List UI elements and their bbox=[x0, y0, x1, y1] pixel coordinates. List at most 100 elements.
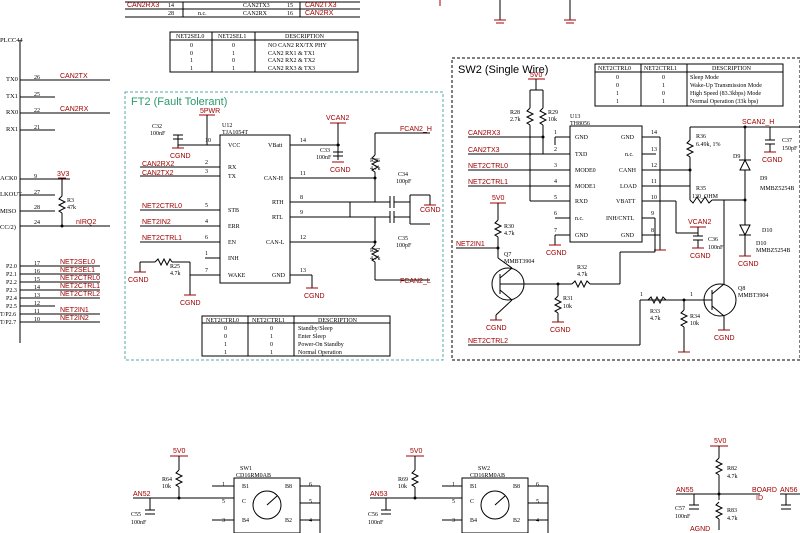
svg-text:VCAN2: VCAN2 bbox=[688, 219, 711, 226]
svg-text:10k: 10k bbox=[398, 484, 407, 490]
svg-text:CD16RM0AB: CD16RM0AB bbox=[470, 473, 505, 479]
svg-text:100pF: 100pF bbox=[396, 243, 412, 249]
u13-pin-nc: 6n.c. bbox=[554, 211, 584, 222]
svg-text:D9: D9 bbox=[760, 176, 767, 182]
svg-text:P2.3: P2.3 bbox=[6, 288, 17, 294]
svg-text:INH: INH bbox=[228, 256, 239, 262]
svg-text:TX: TX bbox=[228, 174, 237, 180]
net-label: CAN2TX3 bbox=[305, 2, 337, 9]
table-cell: 0 bbox=[232, 58, 235, 64]
table-cell: 1 bbox=[232, 51, 235, 57]
svg-text:NET2CTRL1: NET2CTRL1 bbox=[142, 235, 182, 242]
svg-text:R3: R3 bbox=[67, 198, 74, 204]
capacitor-c33: VCAN2 C33 100nF CGND bbox=[316, 115, 351, 174]
svg-text:NET2CTRL1: NET2CTRL1 bbox=[60, 283, 100, 290]
svg-text:LKOUT: LKOUT bbox=[0, 191, 22, 198]
ft2-section: FT2 (Fault Tolerant) U12 TJA1054T 5PWR 1… bbox=[124, 91, 444, 361]
svg-text:1: 1 bbox=[662, 83, 665, 89]
svg-text:4: 4 bbox=[205, 219, 208, 225]
svg-text:NET2IN2: NET2IN2 bbox=[60, 315, 89, 322]
table-cell: 0 bbox=[190, 43, 193, 49]
pin-num: 16 bbox=[287, 11, 293, 17]
svg-text:Enter Sleep: Enter Sleep bbox=[298, 334, 326, 340]
svg-text:B4: B4 bbox=[470, 518, 477, 524]
svg-text:R25: R25 bbox=[170, 264, 180, 270]
svg-text:0: 0 bbox=[270, 342, 273, 348]
svg-text:21: 21 bbox=[34, 125, 40, 131]
svg-text:R29: R29 bbox=[548, 110, 558, 116]
svg-text:4.7k: 4.7k bbox=[727, 474, 738, 480]
svg-text:13: 13 bbox=[651, 147, 657, 153]
resistor-r27: R27 4.7k FCAN2_L bbox=[370, 217, 431, 285]
table-cell: 1 bbox=[232, 66, 235, 72]
svg-text:4: 4 bbox=[536, 518, 539, 524]
svg-text:28: 28 bbox=[34, 205, 40, 211]
ic-part: TH8056 bbox=[570, 121, 590, 127]
bottom-board-id: 5V0 R82 4.7k AN55 BOARD ID R83 4.7k C57 … bbox=[675, 438, 800, 533]
svg-text:4: 4 bbox=[309, 518, 312, 524]
net2sel-table: NET2SEL0 NET2SEL1 DESCRIPTION 0 0 NO CAN… bbox=[169, 31, 359, 73]
table-cell: 0 bbox=[190, 51, 193, 57]
svg-text:5V0: 5V0 bbox=[492, 195, 505, 202]
svg-text:AGND: AGND bbox=[690, 526, 710, 533]
svg-text:2: 2 bbox=[554, 147, 557, 153]
svg-text:12: 12 bbox=[651, 163, 657, 169]
table-cell: 1 bbox=[190, 66, 193, 72]
svg-text:7: 7 bbox=[205, 268, 208, 274]
pin-label: n.c. bbox=[198, 11, 207, 17]
svg-text:RX0: RX0 bbox=[6, 109, 18, 116]
ft2-title: FT2 (Fault Tolerant) bbox=[131, 96, 227, 108]
svg-text:100nF: 100nF bbox=[150, 131, 166, 137]
svg-text:5V0: 5V0 bbox=[173, 448, 186, 455]
table-header: NET2SEL1 bbox=[218, 34, 246, 40]
svg-text:100nF: 100nF bbox=[675, 514, 691, 520]
svg-text:100nF: 100nF bbox=[708, 245, 724, 251]
mcu-pin: CC/2)24 nIRQ2 bbox=[0, 219, 110, 231]
svg-text:1: 1 bbox=[616, 91, 619, 97]
svg-text:GND: GND bbox=[621, 233, 635, 239]
svg-text:CGND: CGND bbox=[486, 325, 507, 332]
top-right-ground-symbols bbox=[439, 0, 576, 24]
table-cell: 0 bbox=[232, 43, 235, 49]
svg-text:MMBZ5254B: MMBZ5254B bbox=[756, 248, 790, 254]
svg-text:14: 14 bbox=[300, 138, 306, 144]
svg-text:D10: D10 bbox=[762, 228, 772, 234]
svg-text:TX0: TX0 bbox=[6, 76, 18, 83]
svg-text:R27: R27 bbox=[370, 248, 380, 254]
svg-text:NET2IN2: NET2IN2 bbox=[142, 219, 171, 226]
svg-text:9: 9 bbox=[300, 210, 303, 216]
svg-text:C34: C34 bbox=[398, 172, 408, 178]
svg-text:R35: R35 bbox=[696, 186, 706, 192]
svg-text:T/P2.6: T/P2.6 bbox=[0, 312, 16, 318]
svg-text:5: 5 bbox=[309, 499, 312, 505]
svg-text:RTH: RTH bbox=[272, 200, 284, 206]
svg-text:CAN2RX: CAN2RX bbox=[60, 106, 89, 113]
transistor-q7: CGND Q7 MMBT3904 bbox=[486, 252, 560, 332]
svg-text:10: 10 bbox=[651, 195, 657, 201]
svg-text:R28: R28 bbox=[510, 110, 520, 116]
net-label: CAN2RX bbox=[305, 10, 334, 17]
svg-text:B2: B2 bbox=[285, 518, 292, 524]
svg-text:2: 2 bbox=[205, 160, 208, 166]
supply-label: 5PWR bbox=[200, 108, 220, 115]
ic-part: TJA1054T bbox=[222, 130, 248, 136]
svg-text:R32: R32 bbox=[577, 265, 587, 271]
svg-text:STB: STB bbox=[228, 208, 239, 214]
svg-text:DESCRIPTION: DESCRIPTION bbox=[712, 66, 752, 72]
svg-text:CGND: CGND bbox=[550, 327, 571, 334]
